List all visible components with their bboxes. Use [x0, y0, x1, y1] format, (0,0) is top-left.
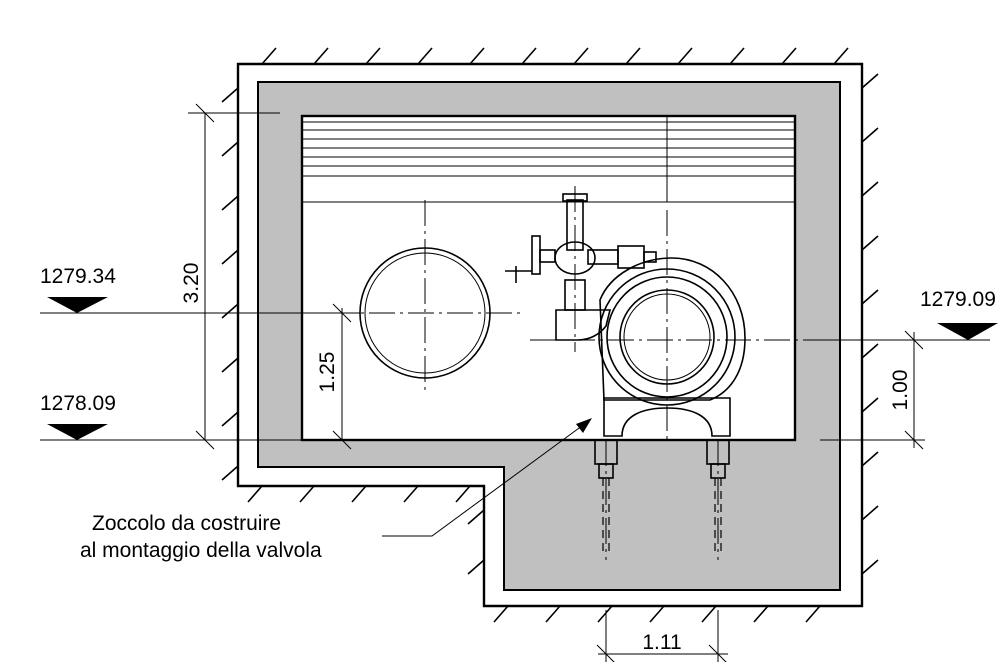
dim-plinth-width: [596, 610, 728, 662]
dim-valve-height: [820, 330, 925, 450]
annotation-line-1: Zoccolo da costruire: [92, 512, 281, 535]
level-left-upper-value: 1279.34: [40, 265, 116, 288]
anchor-bolts: [594, 439, 730, 560]
dim-valve-height-value: 1.00: [889, 370, 912, 411]
plinth-leader: [382, 418, 592, 537]
butterfly-valve: [505, 186, 860, 440]
annotation-line-2: al montaggio della valvola: [80, 539, 322, 562]
dim-pipe-height: [332, 303, 352, 450]
level-right-value: 1279.09: [920, 288, 996, 311]
level-left-lower-value: 1278.09: [40, 392, 116, 415]
roof-slab-lines: [302, 116, 795, 203]
dim-plinth-width-value: 1.11: [642, 631, 681, 654]
dim-total-height-value: 3.20: [180, 263, 203, 304]
soil-boundary: [221, 47, 879, 623]
level-right: [820, 323, 998, 341]
level-left-lower: [40, 424, 302, 441]
level-left-upper: [40, 297, 360, 314]
chamber-interior: [300, 114, 797, 442]
dim-pipe-height-value: 1.25: [316, 352, 339, 393]
